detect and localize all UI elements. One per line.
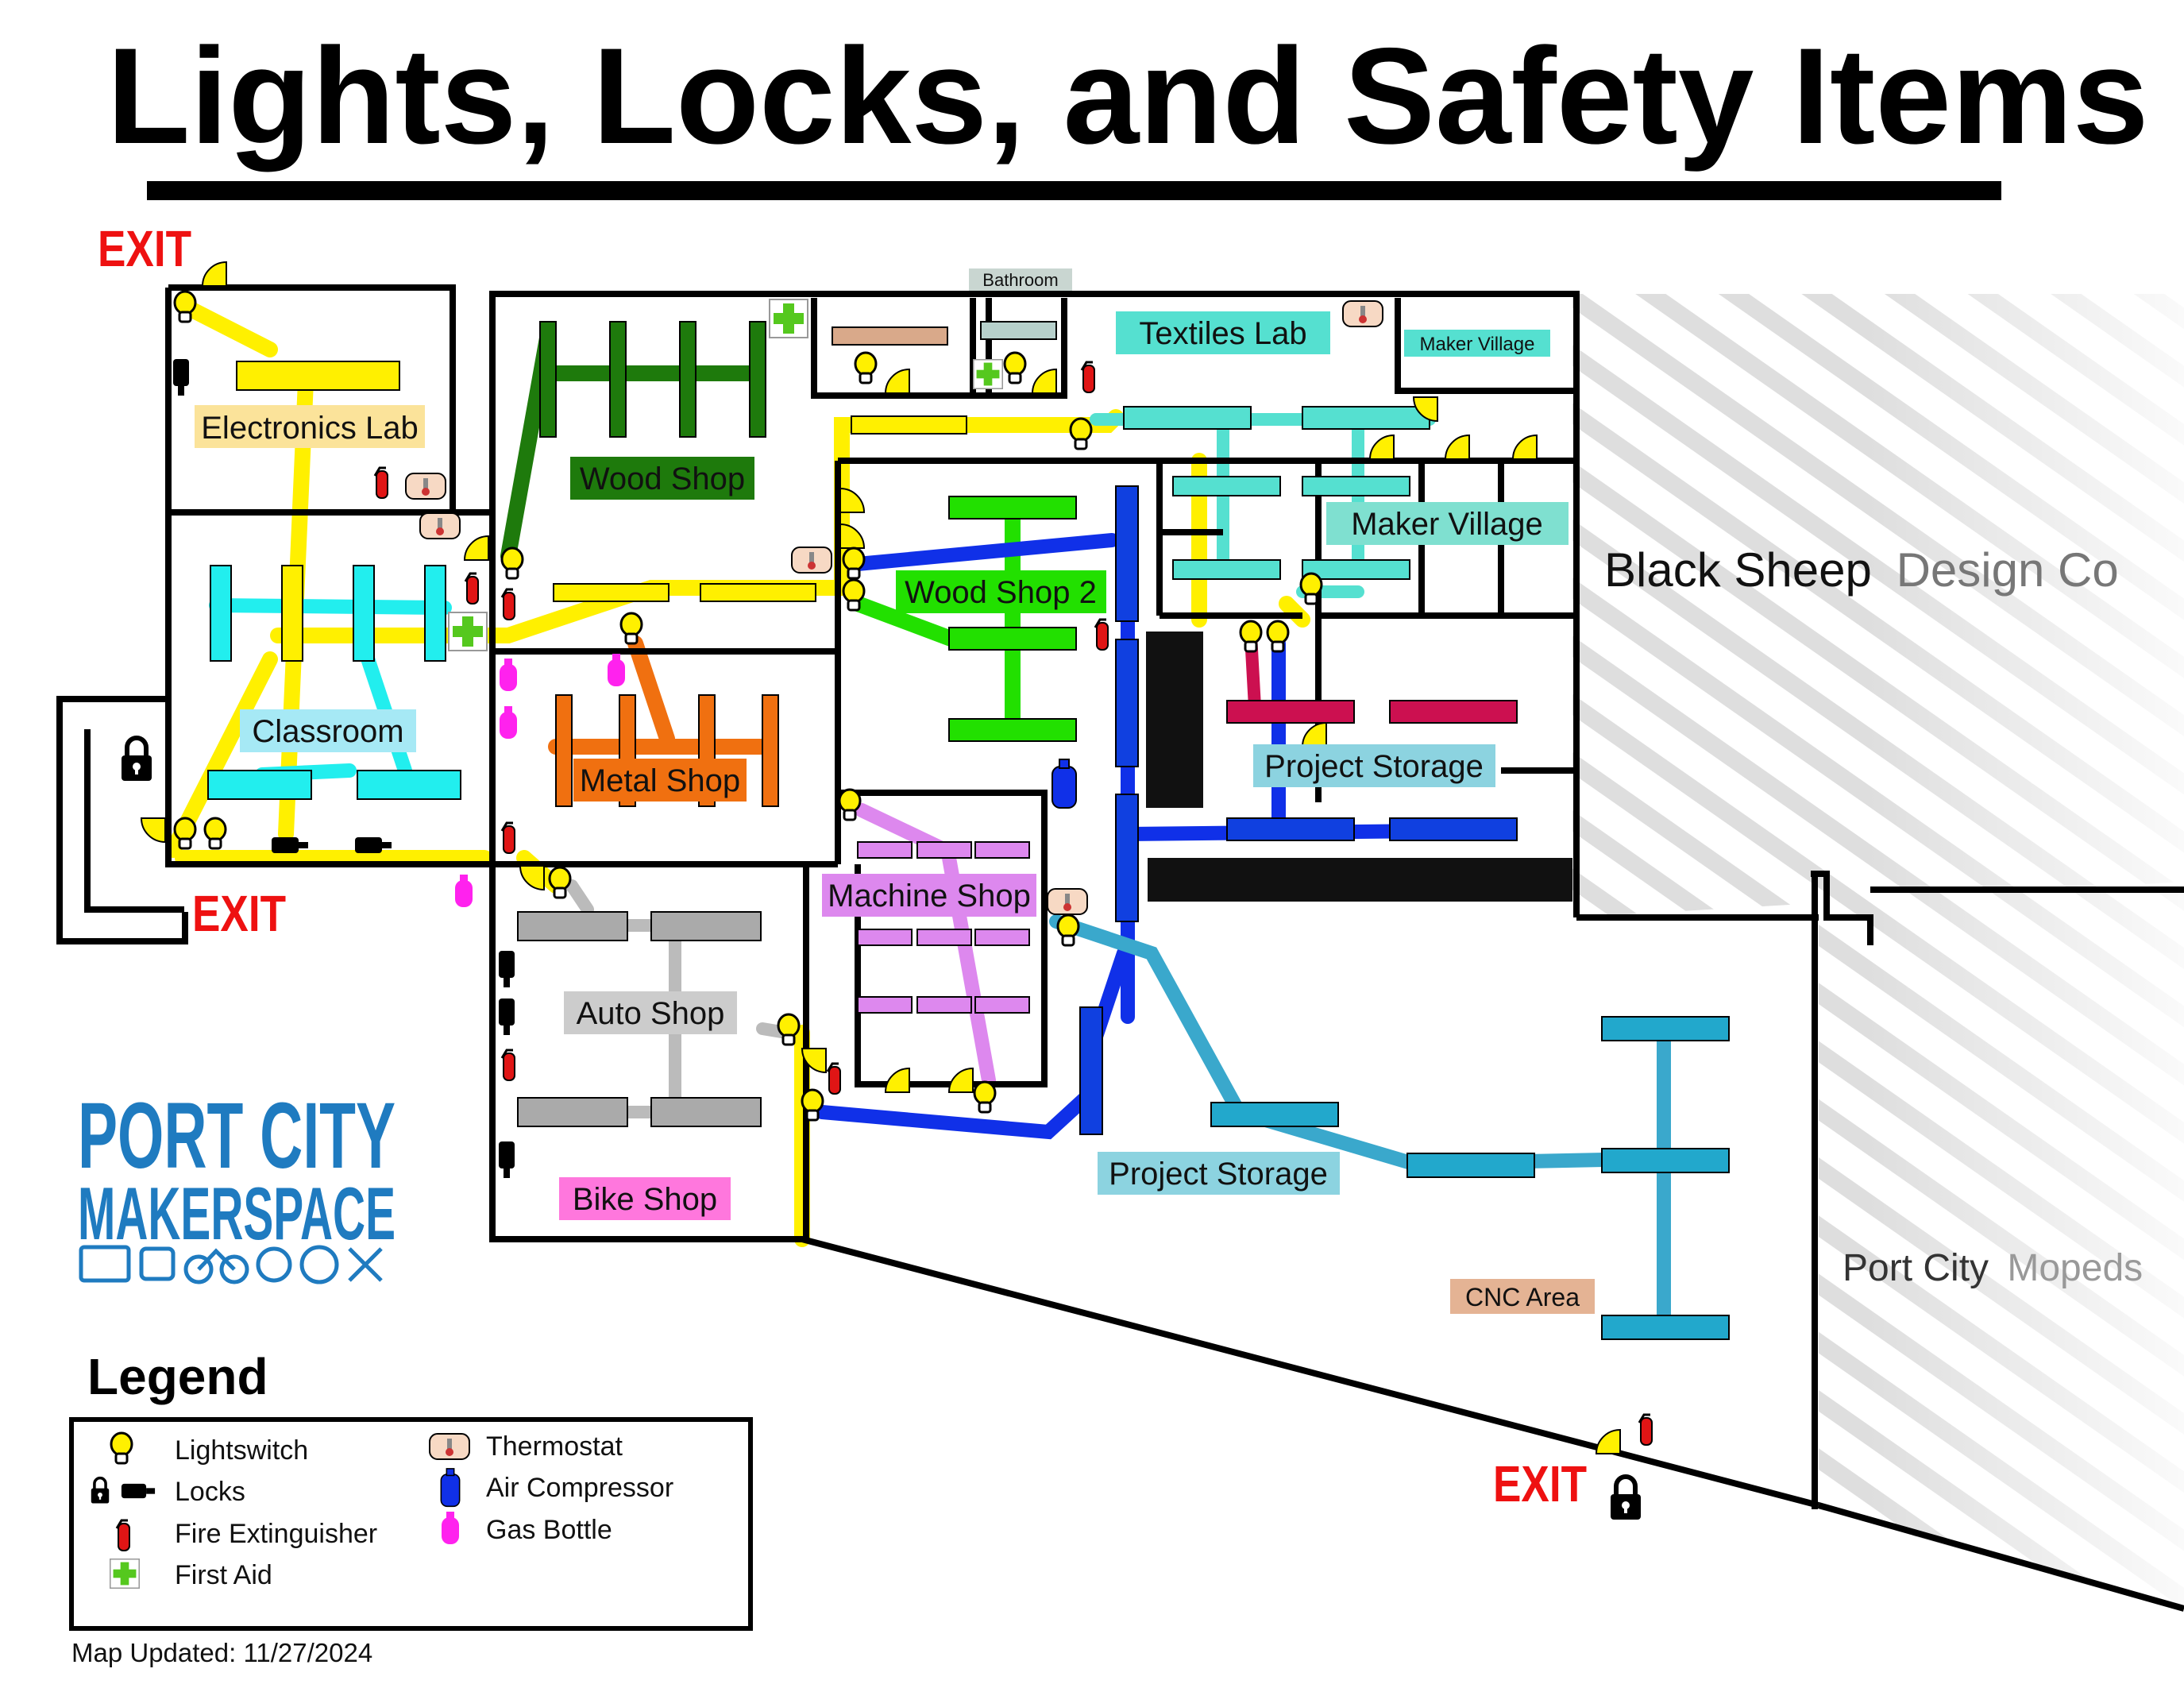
lightbulb-icon bbox=[1003, 351, 1027, 384]
label-wood-shop: Wood Shop bbox=[580, 462, 745, 496]
label-bike-shop: Bike Shop bbox=[573, 1182, 717, 1217]
lightbulb-icon bbox=[203, 817, 227, 850]
label-auto-shop: Auto Shop bbox=[577, 996, 725, 1031]
fire-extinguisher-icon bbox=[373, 466, 389, 500]
thermostat-icon bbox=[419, 512, 461, 539]
port-city-makerspace-logo: PORT CITY MAKERSPACE bbox=[78, 1083, 396, 1284]
fire-extinguisher-icon bbox=[500, 1049, 516, 1082]
lock-icon bbox=[1611, 1477, 1641, 1520]
label-neighbor-black-sheep: Black Sheep Design Co bbox=[1604, 543, 2119, 597]
gas-bottle-icon bbox=[500, 659, 517, 691]
fire-extinguisher-icon bbox=[1080, 361, 1096, 394]
lightbulb-icon bbox=[973, 1080, 997, 1114]
label-maker-village-small: Maker Village bbox=[1420, 334, 1535, 355]
fire-extinguisher-icon bbox=[826, 1062, 842, 1095]
gas-bottle-icon bbox=[608, 654, 625, 686]
legend-item-label: Lightswitch bbox=[175, 1435, 308, 1466]
map-updated-date: Map Updated: 11/27/2024 bbox=[71, 1638, 372, 1667]
exit-sign-bottom-right: EXIT bbox=[1493, 1455, 1587, 1512]
first-aid-icon bbox=[973, 359, 1003, 389]
exit-sign-top-left: EXIT bbox=[98, 220, 191, 277]
label-bathroom: Bathroom bbox=[982, 270, 1058, 290]
tables bbox=[207, 321, 1730, 1340]
thermostat-icon bbox=[429, 1433, 470, 1460]
exit-sign-left: EXIT bbox=[192, 885, 286, 942]
air-compressor-icon bbox=[1051, 759, 1077, 809]
thermostat-icon bbox=[405, 473, 446, 500]
label-neighbor-port-city-mopeds: Port City Mopeds bbox=[1843, 1247, 2143, 1289]
fire-extinguisher-icon bbox=[1638, 1413, 1653, 1447]
fire-extinguisher-icon bbox=[115, 1519, 131, 1552]
exit-labels: EXIT EXIT EXIT bbox=[98, 220, 1587, 1512]
legend-box bbox=[69, 1417, 753, 1631]
lightbulb-icon bbox=[548, 866, 572, 899]
lightbulb-icon bbox=[854, 351, 878, 384]
black-fixture-a bbox=[1146, 632, 1203, 808]
thermostat-icon bbox=[1047, 888, 1088, 915]
label-cnc-area: CNC Area bbox=[1465, 1283, 1580, 1311]
lock-icon bbox=[499, 1141, 515, 1178]
lock-icon bbox=[122, 738, 152, 781]
label-metal-shop: Metal Shop bbox=[580, 763, 740, 798]
label-project-storage-upper: Project Storage bbox=[1264, 749, 1484, 784]
thermostat-icon bbox=[791, 547, 832, 574]
lightbulb-icon bbox=[500, 547, 524, 580]
legend-item-label: Locks bbox=[175, 1477, 245, 1507]
label-maker-village: Maker Village bbox=[1351, 507, 1543, 542]
legend-title: Legend bbox=[87, 1348, 268, 1405]
lightbulb-icon bbox=[1239, 620, 1263, 653]
legend-item-label: Thermostat bbox=[486, 1431, 623, 1462]
fire-extinguisher-icon bbox=[1094, 618, 1109, 651]
label-electronics-lab: Electronics Lab bbox=[201, 411, 418, 446]
label-wood-shop-2: Wood Shop 2 bbox=[905, 575, 1097, 610]
logo-line-1: PORT CITY bbox=[78, 1083, 396, 1188]
label-classroom: Classroom bbox=[252, 714, 403, 749]
lightbulb-icon bbox=[1069, 417, 1093, 450]
door-swings bbox=[140, 261, 1621, 1454]
legend-item-label: Fire Extinguisher bbox=[175, 1519, 377, 1549]
black-fixture-b bbox=[1148, 858, 1572, 902]
legend-item-label: First Aid bbox=[175, 1560, 272, 1590]
lock-icon bbox=[499, 999, 515, 1035]
lock-icon bbox=[173, 359, 189, 396]
fire-extinguisher-icon bbox=[500, 588, 516, 621]
label-project-storage-lower: Project Storage bbox=[1109, 1157, 1328, 1192]
logo-line-2: MAKERSPACE bbox=[78, 1172, 396, 1255]
first-aid-icon bbox=[769, 299, 808, 338]
fire-extinguisher-icon bbox=[464, 572, 480, 605]
label-textiles-lab: Textiles Lab bbox=[1139, 316, 1306, 351]
lock-icon bbox=[499, 951, 515, 987]
thermostat-icon bbox=[1342, 300, 1383, 327]
page-title: Lights, Locks, and Safety Items bbox=[106, 20, 2148, 172]
legend-item-label: Gas Bottle bbox=[486, 1515, 612, 1545]
first-aid-icon bbox=[448, 612, 488, 651]
label-machine-shop: Machine Shop bbox=[828, 879, 1031, 914]
title-underline bbox=[147, 181, 2001, 200]
legend-item-label: Air Compressor bbox=[486, 1473, 673, 1503]
fire-extinguisher-icon bbox=[500, 821, 516, 855]
lightbulb-icon bbox=[1056, 914, 1080, 947]
gas-bottle-icon bbox=[455, 875, 473, 907]
first-aid-icon bbox=[110, 1559, 140, 1589]
legend: Legend Lightswitch Locks Fire Extinguish… bbox=[69, 1348, 753, 1631]
gas-bottle-icon bbox=[500, 706, 517, 739]
room-labels: Electronics Lab Wood Shop Classroom Meta… bbox=[195, 268, 1595, 1314]
neighbor-black-sheep-area bbox=[1572, 286, 2184, 1636]
